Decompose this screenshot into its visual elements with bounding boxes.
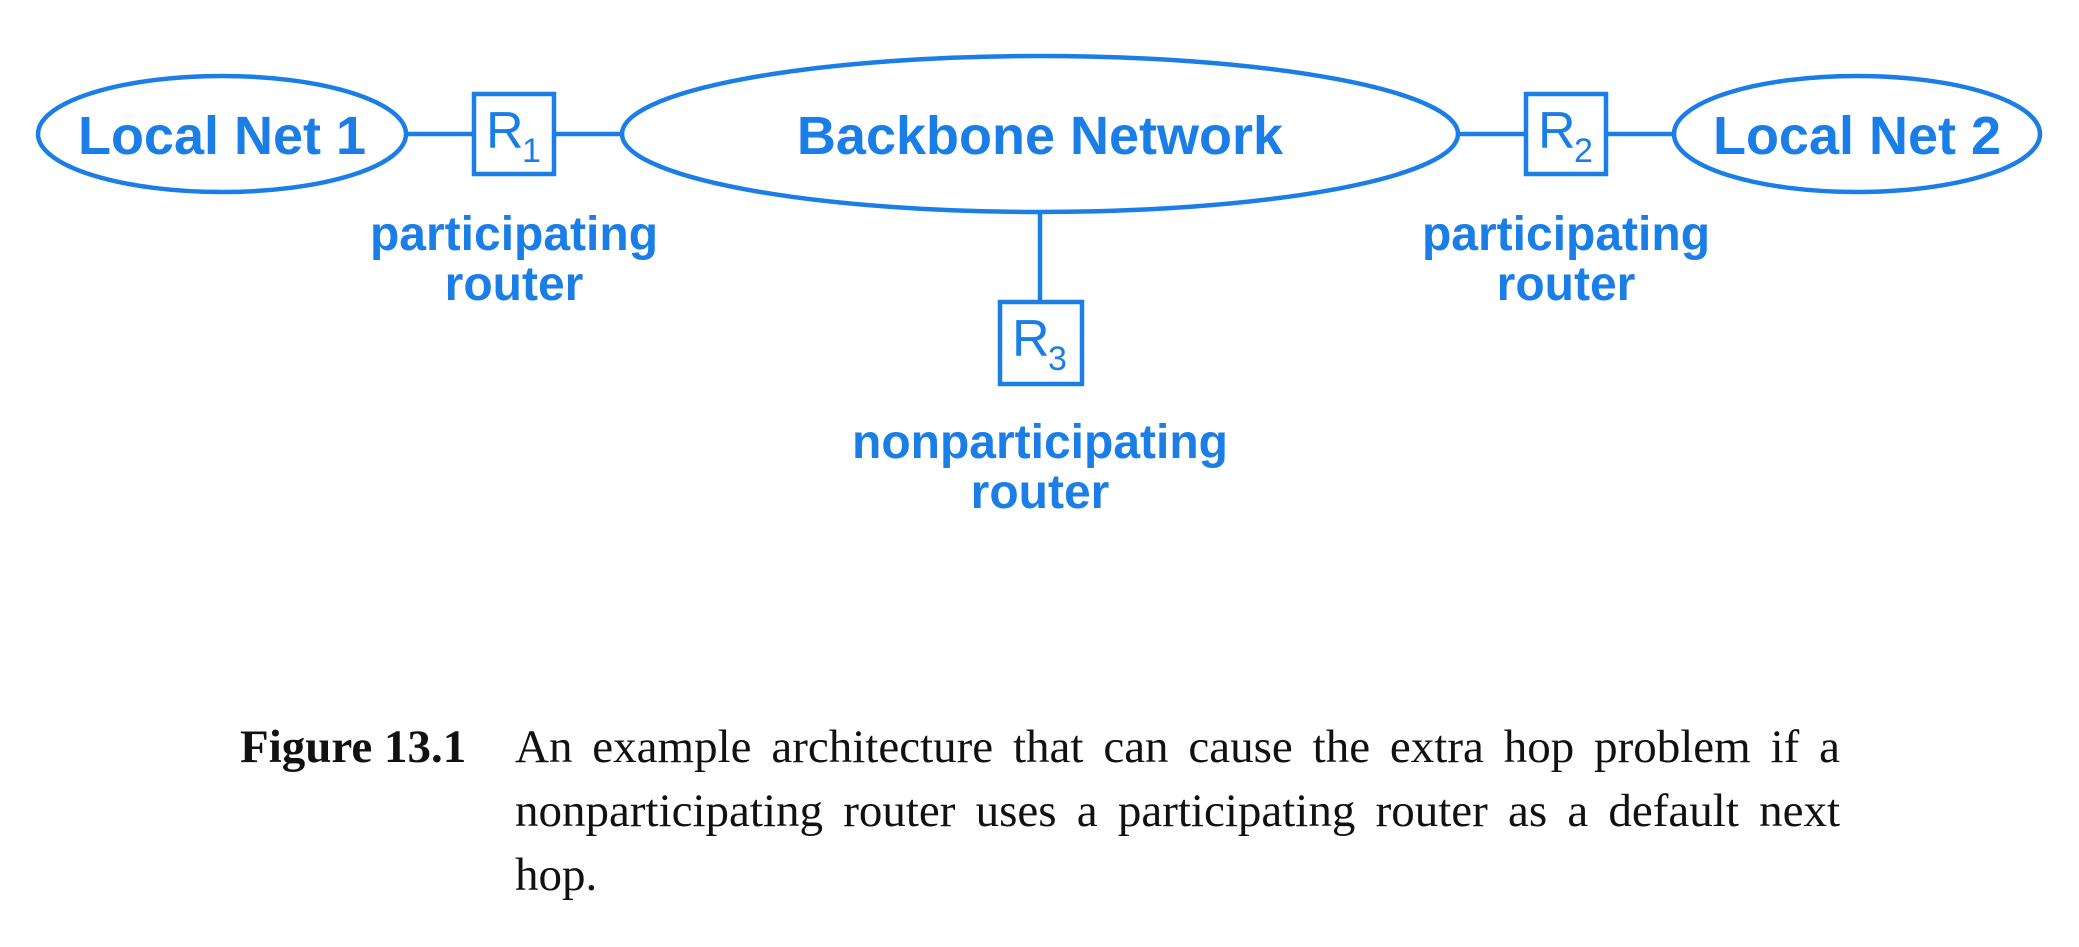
- local-net-2-ellipse: [1671, 73, 2043, 195]
- router-r3-box: [997, 299, 1085, 387]
- router-r2-letter: R: [1538, 102, 1576, 160]
- router-r2-subscript: 2: [1574, 132, 1593, 170]
- local-net-1-node: Local Net 1: [35, 73, 409, 195]
- router-r3-letter: R: [1012, 310, 1050, 368]
- figure-caption-label: Figure 13.1: [240, 721, 467, 773]
- router-r3-role-label: nonparticipating router: [852, 416, 1228, 519]
- router-r2-role-line1: participating: [1422, 208, 1710, 261]
- local-net-2-label: Local Net 2: [1713, 106, 2001, 166]
- backbone-network-label: Backbone Network: [797, 106, 1284, 166]
- router-r2-role-label: participating router: [1422, 208, 1710, 311]
- router-r3-role-line2: router: [971, 466, 1110, 519]
- router-r1-role-label: participating router: [370, 208, 658, 311]
- router-r3-role-line1: nonparticipating: [852, 416, 1228, 469]
- router-r2-role-line2: router: [1497, 258, 1636, 311]
- figure-caption-text: An example architecture that can cause t…: [515, 721, 1840, 901]
- figure-caption: Figure 13.1 An example architecture that…: [240, 715, 1840, 907]
- backbone-network-node: Backbone Network: [619, 53, 1461, 215]
- router-r3: R 3: [997, 299, 1085, 387]
- router-r1-letter: R: [486, 102, 524, 160]
- router-r1-role-line1: participating: [370, 208, 658, 261]
- router-r1-subscript: 1: [522, 132, 541, 170]
- local-net-2-node: Local Net 2: [1671, 73, 2043, 195]
- local-net-1-label: Local Net 1: [78, 106, 366, 166]
- router-r1-role-line2: router: [445, 258, 584, 311]
- router-r2: R 2: [1523, 91, 1609, 177]
- router-r1: R 1: [471, 91, 557, 177]
- router-r3-subscript: 3: [1048, 340, 1067, 378]
